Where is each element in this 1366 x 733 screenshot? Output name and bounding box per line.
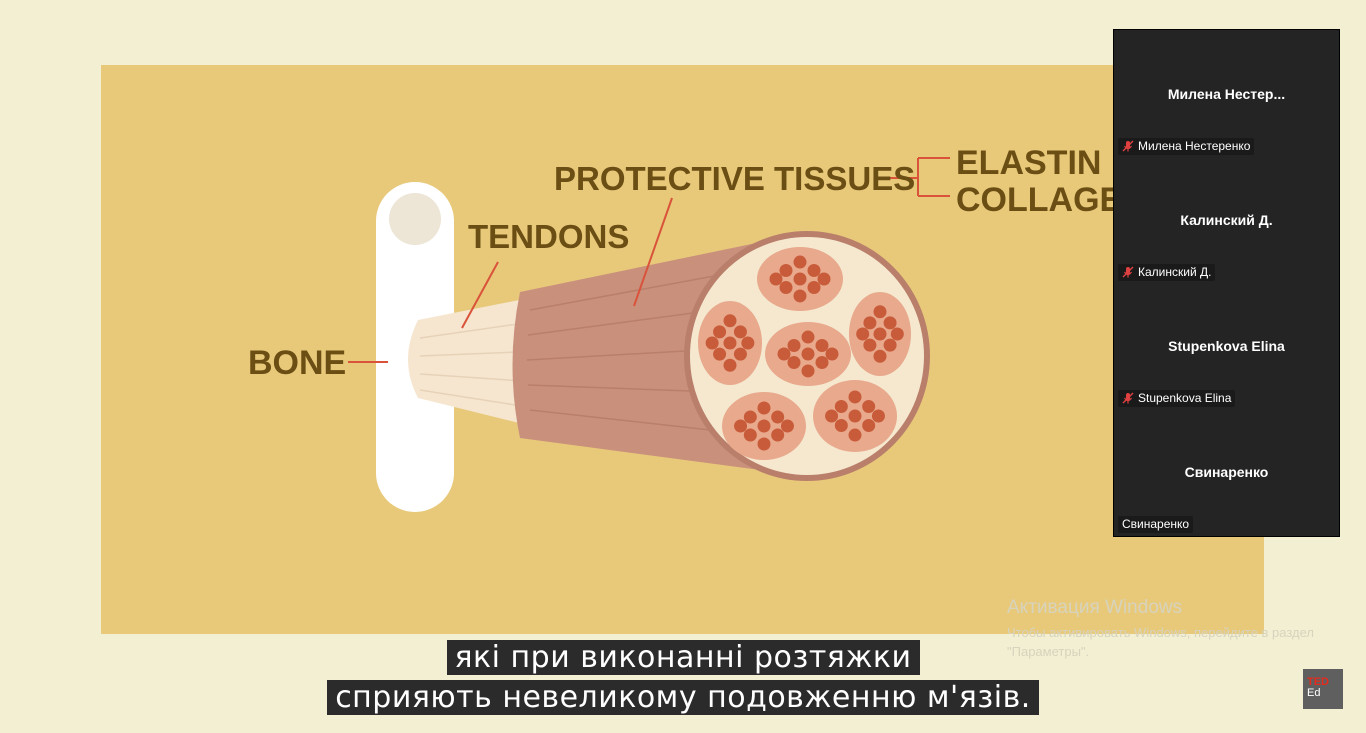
muscle-fiber xyxy=(733,347,747,361)
muscle-fiber xyxy=(890,327,904,341)
muscle-fiber xyxy=(757,437,771,451)
muscle-fiber xyxy=(863,338,877,352)
fiber-bundles xyxy=(698,247,911,460)
muscle-fiber xyxy=(771,428,785,442)
participant-name-tag: Калинский Д. xyxy=(1118,264,1216,283)
ed-logo-text: Ed xyxy=(1307,687,1321,699)
participant-name-text: Калинский Д. xyxy=(1138,265,1212,279)
muscle-fiber xyxy=(757,419,771,433)
muscle-fiber xyxy=(817,272,831,286)
muscle-fiber xyxy=(787,355,801,369)
participant-name-text: Свинаренко xyxy=(1122,517,1190,531)
ted-logo-text: TED xyxy=(1307,676,1329,688)
protective-tissues-label: PROTECTIVE TISSUES xyxy=(554,160,915,197)
participant-display-name: Свинаренко xyxy=(1184,464,1269,480)
muscle-fiber xyxy=(873,327,887,341)
muscle-fiber xyxy=(713,347,727,361)
muscle-fiber xyxy=(801,364,815,378)
participant-tile[interactable]: Милена Нестер... Милена Нестеренко xyxy=(1114,30,1339,156)
mic-muted-icon xyxy=(1122,266,1134,283)
muscle-fiber xyxy=(713,325,727,339)
muscle-fiber xyxy=(862,399,876,413)
muscle-fiber xyxy=(807,264,821,278)
muscle-fiber xyxy=(705,336,719,350)
muscle-fiber xyxy=(771,410,785,424)
participant-name-text: Stupenkova Elina xyxy=(1138,391,1232,405)
elastin-collagen-bracket xyxy=(882,157,950,197)
muscle-fiber xyxy=(848,409,862,423)
bone-label: BONE xyxy=(248,344,346,382)
muscle-fiber xyxy=(815,355,829,369)
muscle-fiber xyxy=(871,409,885,423)
participant-display-name: Stupenkova Elina xyxy=(1168,338,1285,354)
protective-tissues-pointer xyxy=(633,197,673,307)
muscle-fiber xyxy=(793,255,807,269)
participant-name-text: Милена Нестеренко xyxy=(1138,139,1251,153)
participant-tile[interactable]: Калинский Д. Калинский Д. xyxy=(1114,156,1339,282)
muscle-fiber xyxy=(793,272,807,286)
muscle-fiber xyxy=(777,347,791,361)
bone-marrow xyxy=(389,193,441,245)
muscle-fiber xyxy=(815,339,829,353)
muscle-fiber xyxy=(807,280,821,294)
participant-name-tag: Милена Нестеренко xyxy=(1118,138,1255,157)
muscle-fiber xyxy=(834,419,848,433)
muscle-fiber xyxy=(757,401,771,415)
subtitle-text: які при виконанні розтяжки xyxy=(446,640,920,675)
muscle-fiber xyxy=(723,314,737,328)
muscle-fiber xyxy=(780,419,794,433)
participant-display-name: Милена Нестер... xyxy=(1167,86,1286,102)
muscle-fiber xyxy=(743,410,757,424)
muscle-fiber xyxy=(801,347,815,361)
muscle-fiber xyxy=(825,347,839,361)
muscle-fiber xyxy=(743,428,757,442)
muscle-fiber xyxy=(723,358,737,372)
tendons-pointer xyxy=(461,261,499,329)
muscle-fiber xyxy=(883,316,897,330)
tendons-label: TENDONS xyxy=(468,218,629,255)
ted-ed-logo: TED Ed xyxy=(1303,669,1343,709)
muscle-fiber xyxy=(733,325,747,339)
muscle-fiber xyxy=(825,409,839,423)
muscle-fiber xyxy=(883,338,897,352)
mic-muted-icon xyxy=(1122,140,1134,157)
participants-panel: Милена Нестер... Милена Нестеренко Калин… xyxy=(1113,29,1340,537)
muscle-fiber xyxy=(793,289,807,303)
collagen-label: COLLAGE xyxy=(956,181,1122,219)
participant-tile[interactable]: Stupenkova Elina Stupenkova Elina xyxy=(1114,282,1339,408)
subtitle-line-1: які при виконанні розтяжки xyxy=(0,638,1366,678)
muscle-fiber xyxy=(873,305,887,319)
participant-tile[interactable]: Свинаренко Свинаренко xyxy=(1114,408,1339,534)
participant-name-tag: Stupenkova Elina xyxy=(1118,390,1236,409)
muscle-fiber xyxy=(787,339,801,353)
mic-muted-icon xyxy=(1122,392,1134,409)
muscle-fiber xyxy=(848,390,862,404)
subtitle-line-2: сприяють невеликому подовженню м'язів. xyxy=(0,678,1366,718)
muscle-fiber xyxy=(856,327,870,341)
participant-display-name: Калинский Д. xyxy=(1180,212,1273,228)
muscle-fiber xyxy=(734,419,748,433)
muscle-fiber xyxy=(873,349,887,363)
muscle-fiber xyxy=(863,316,877,330)
muscle-fiber xyxy=(779,264,793,278)
subtitle-text: сприяють невеликому подовженню м'язів. xyxy=(327,680,1039,715)
muscle-fiber xyxy=(741,336,755,350)
muscle-fiber xyxy=(723,336,737,350)
muscle-fiber xyxy=(801,330,815,344)
muscle-fiber xyxy=(848,428,862,442)
elastin-label: ELASTIN xyxy=(956,144,1101,182)
participant-name-tag: Свинаренко xyxy=(1118,516,1194,533)
muscle-fiber xyxy=(779,280,793,294)
windows-activation-text: Чтобы активировать Windows, перейдите в … xyxy=(1007,625,1314,659)
windows-activation-title: Активация Windows xyxy=(1007,597,1183,618)
muscle-fiber xyxy=(834,399,848,413)
muscle-fiber xyxy=(862,419,876,433)
muscle-fiber xyxy=(769,272,783,286)
